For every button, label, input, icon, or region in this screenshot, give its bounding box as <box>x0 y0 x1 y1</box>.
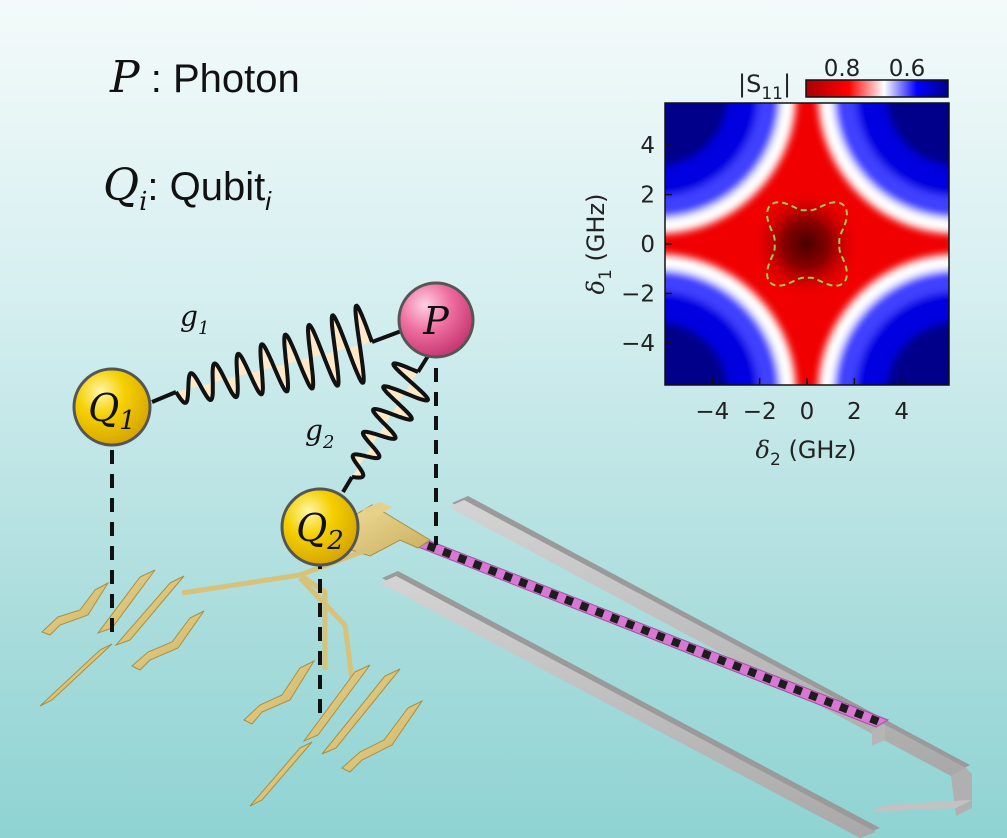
y-tick-label: −2 <box>621 281 655 307</box>
resonator-square <box>533 583 544 594</box>
heatmap-inset: |S11| 0.8 0.6 −4 −2 0 2 4 4 2 0 −2 −4 δ2 (GHz) δ… <box>582 56 950 470</box>
resonator-square <box>441 547 453 559</box>
resonator-square <box>869 714 880 726</box>
projection-lines <box>110 368 438 720</box>
coupling-g2: g2 <box>305 354 430 494</box>
photon-node: P <box>397 281 475 359</box>
resonator-square <box>487 565 498 577</box>
qubit2-electrodes <box>243 659 424 807</box>
photon-description: : Photon <box>150 57 300 101</box>
legend-qubit: Qi: Qubiti <box>103 160 271 217</box>
resonator-square <box>762 673 773 684</box>
y-tick-label: 2 <box>640 183 655 209</box>
resonator-square <box>808 690 819 702</box>
resonator-square <box>747 667 758 678</box>
heatmap-corner-blue-inner <box>665 292 758 385</box>
chip <box>39 496 972 838</box>
heatmap-corner-white <box>665 254 796 385</box>
x-ticks: −4 −2 0 2 4 <box>695 378 909 425</box>
svg-text:Q1: Q1 <box>88 386 136 436</box>
x-tick-label: 0 <box>800 399 815 425</box>
resonator-square <box>823 696 834 708</box>
heatmap-corner-blue-inner <box>665 103 758 196</box>
heatmap-corner-blue <box>665 270 780 385</box>
y-tick-label: −4 <box>621 331 655 357</box>
resonator-square <box>838 702 849 714</box>
qubit1-electrodes <box>39 569 205 707</box>
resonator-square <box>502 571 514 582</box>
resonator-square <box>792 685 804 696</box>
resonator-square <box>563 595 575 606</box>
colorbar-tick-2: 0.6 <box>889 56 926 82</box>
svg-text:P: P <box>422 299 450 343</box>
qubit-node-q2: Q2 <box>280 487 360 567</box>
resonator-square <box>548 589 559 600</box>
resonator-square <box>716 655 727 666</box>
photon-symbol: P <box>110 52 140 103</box>
heatmap-corner-navy <box>665 103 728 166</box>
heatmap-corner-navy <box>886 103 949 166</box>
resonator-square <box>594 607 605 618</box>
x-axis-label: δ2 (GHz) <box>756 436 857 470</box>
resonator-square <box>609 613 620 624</box>
resonator-line <box>416 540 890 728</box>
x-tick-label: 2 <box>847 399 862 425</box>
qubit-description: : Qubit <box>147 165 266 209</box>
legend-photon: P : Photon <box>110 52 300 103</box>
coupling-g1: g1 <box>151 300 405 405</box>
resonator-square <box>731 661 743 672</box>
resonator-square <box>777 679 788 690</box>
contour-line <box>766 201 848 287</box>
g2-label: g2 <box>305 414 334 453</box>
resonator-square <box>624 619 636 630</box>
x-tick-label: −4 <box>695 399 729 425</box>
resonator-square <box>853 708 865 720</box>
resonator-square <box>518 577 529 588</box>
resonator-square <box>686 643 697 654</box>
x-tick-label: −2 <box>743 399 777 425</box>
resonator-pads <box>380 496 972 838</box>
resonator-square <box>640 625 651 636</box>
heatmap-corner-navy <box>886 322 949 385</box>
resonator-square <box>701 649 712 660</box>
x-tick-label: 4 <box>894 399 909 425</box>
colorbar-label: |S11| <box>738 70 791 104</box>
heatmap-plot <box>665 103 949 385</box>
qubit-symbol-sub: i <box>139 187 148 217</box>
qubit-description-sub: i <box>265 186 272 216</box>
resonator-square <box>670 637 682 648</box>
y-axis-label: δ1 (GHz) <box>582 194 616 295</box>
resonator-square <box>472 559 483 571</box>
qubit-node-q1: Q1 <box>72 367 152 447</box>
feed-lines <box>181 545 373 681</box>
y-ticks: 4 2 0 −2 −4 <box>621 133 672 357</box>
resonator-square <box>457 553 468 565</box>
colorbar: |S11| 0.8 0.6 <box>738 56 949 104</box>
svg-text:Q2: Q2 <box>296 506 344 556</box>
qubit-symbol: Q <box>103 160 140 211</box>
resonator-square <box>579 601 590 612</box>
y-tick-label: 0 <box>640 232 655 258</box>
g1-label: g1 <box>180 300 209 339</box>
heatmap-corner-navy <box>665 322 728 385</box>
colorbar-tick-1: 0.8 <box>824 56 861 82</box>
y-tick-label: 4 <box>640 133 655 159</box>
resonator-square <box>655 631 666 642</box>
